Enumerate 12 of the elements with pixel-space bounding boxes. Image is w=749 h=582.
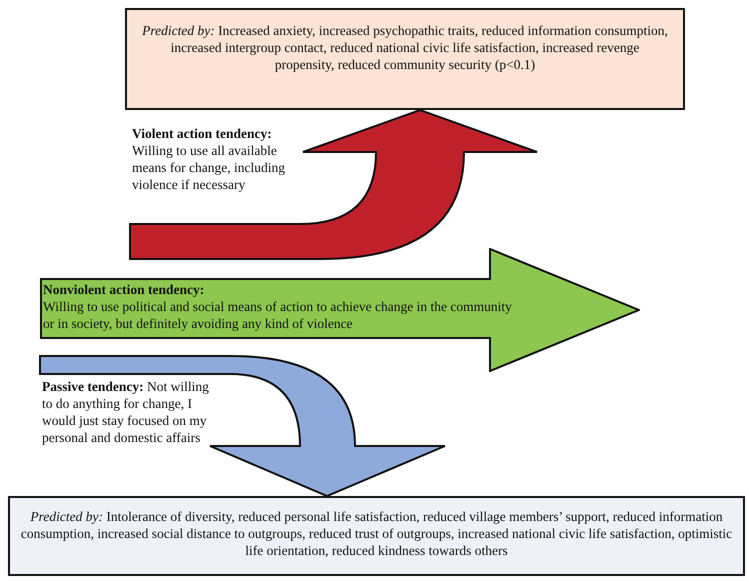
block-arrow (129, 109, 538, 260)
description: Willing to use political and social means of action to achieve change in the community or in society, but definitely avoiding any kind of violence (43, 298, 513, 332)
heading: Nonviolent action tendency: (43, 281, 206, 298)
arrow-shape (40, 248, 640, 372)
description: Willing to use all available means for change, including violence if necessary (132, 142, 286, 193)
heading: Violent action tendency: (132, 125, 273, 142)
description: Predicted by: Increased anxiety, increased psychopathic traits, reduced information consumption, increased intergroup contact, reduced national civic life satisfaction, increased revenge propensity, reduced community security (p<0.1) (141, 22, 669, 73)
prediction-box (125, 8, 685, 110)
block-arrow (39, 355, 446, 497)
description: Passive tendency: Not willing to do anything for change, I would just stay focused on my personal and domestic affairs (42, 378, 210, 446)
description: Predicted by: Intolerance of diversity, reduced personal life satisfaction, reduced village members’ support, reduced information consumption, increased social distance to outgroups, reduced trust of outgroups, increased national civic life satisfaction, optimistic life orientation, reduced kindness towards others (20, 508, 734, 559)
prediction-box (8, 496, 745, 576)
